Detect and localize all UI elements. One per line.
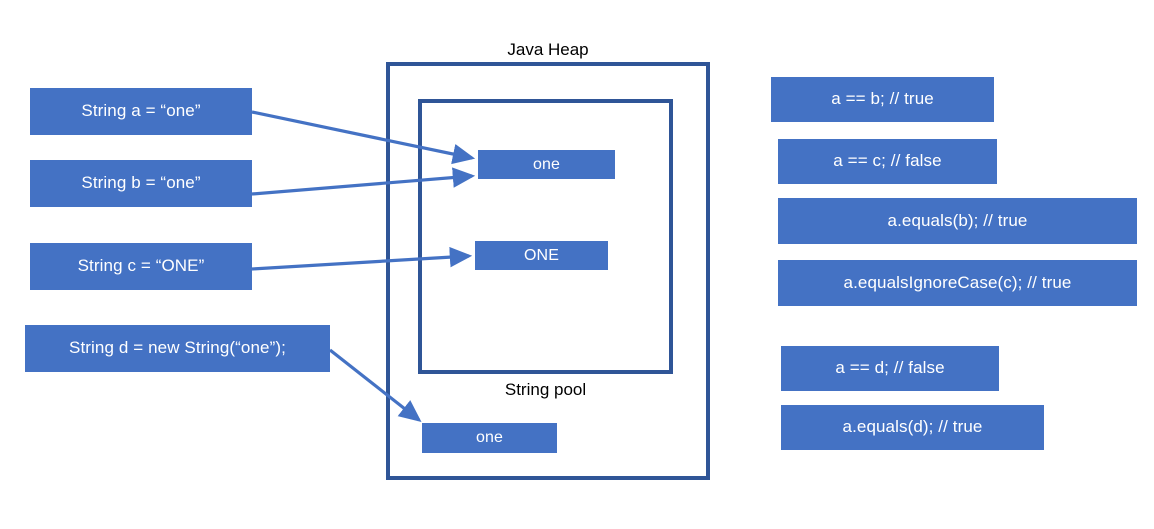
comparison-label-a-eq-c: a == c; // false [833, 151, 942, 171]
comparison-label-a-equals-b: a.equals(b); // true [887, 210, 1028, 230]
declaration-label-b: String b = “one” [81, 173, 201, 193]
comparison-label-a-eq-b: a == b; // true [831, 89, 934, 109]
comparison-label-a-eq-d: a == d; // false [835, 358, 945, 378]
pool-entry-one: one [478, 150, 615, 179]
comparison-box-a-eq-d: a == d; // false [781, 346, 999, 391]
declaration-box-a: String a = “one” [30, 88, 252, 135]
declaration-label-d: String d = new String(“one”); [69, 338, 286, 358]
pool-entry-label-one: one [533, 155, 560, 173]
string-pool-title: String pool [504, 380, 587, 399]
comparison-box-a-eq-c: a == c; // false [778, 139, 997, 184]
heap-object-label-one: one [476, 429, 503, 447]
java-heap-container [386, 62, 710, 480]
declaration-label-a: String a = “one” [81, 101, 201, 121]
comparison-box-a-equals-b: a.equals(b); // true [778, 198, 1137, 244]
comparison-box-a-eq-b: a == b; // true [771, 77, 994, 122]
pool-entry-label-ONE: ONE [524, 246, 559, 264]
declaration-box-c: String c = “ONE” [30, 243, 252, 290]
comparison-label-a-equalsignorecase-c: a.equalsIgnoreCase(c); // true [843, 272, 1072, 292]
declaration-box-d: String d = new String(“one”); [25, 325, 330, 372]
heap-object-one: one [422, 423, 557, 453]
comparison-box-a-equals-d: a.equals(d); // true [781, 405, 1044, 450]
declaration-label-c: String c = “ONE” [77, 256, 205, 276]
comparison-label-a-equals-d: a.equals(d); // true [842, 417, 983, 437]
comparison-box-a-equalsignorecase-c: a.equalsIgnoreCase(c); // true [778, 260, 1137, 306]
java-heap-title: Java Heap [507, 40, 589, 59]
declaration-box-b: String b = “one” [30, 160, 252, 207]
pool-entry-ONE: ONE [475, 241, 608, 270]
string-pool-container [418, 99, 673, 374]
